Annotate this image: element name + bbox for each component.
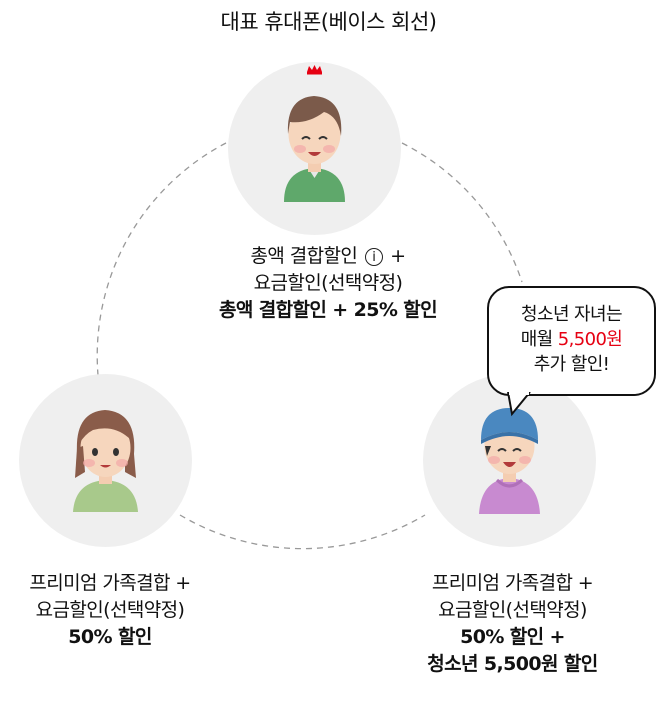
main-member-avatar bbox=[228, 62, 401, 235]
speech-bubble: 청소년 자녀는 매월 5,500원 추가 할인! bbox=[487, 286, 656, 396]
right-member-description: 프리미엄 가족결합 + 요금할인(선택약정) 50% 할인 + 청소년 5,50… bbox=[380, 570, 645, 678]
right-member-line2: 요금할인(선택약정) bbox=[438, 599, 587, 621]
right-member-line1: 프리미엄 가족결합 + bbox=[431, 572, 594, 594]
main-member-description: 총액 결합할인 i + 요금할인(선택약정) 총액 결합할인 + 25% 할인 bbox=[128, 243, 528, 324]
left-member-avatar bbox=[19, 374, 192, 547]
main-member-discount: 총액 결합할인 + 25% 할인 bbox=[218, 299, 438, 321]
page-title: 대표 휴대폰(베이스 회선) bbox=[220, 10, 437, 34]
speech-bubble-tail bbox=[507, 392, 531, 417]
left-member-line2: 요금할인(선택약정) bbox=[35, 599, 185, 621]
right-member-youth-discount: 청소년 5,500원 할인 bbox=[427, 653, 598, 675]
left-member-discount: 50% 할인 bbox=[68, 626, 152, 648]
left-member-line1: 프리미엄 가족결합 + bbox=[29, 572, 191, 594]
main-member-line1: 총액 결합할인 bbox=[250, 245, 358, 267]
plus-sign: + bbox=[390, 245, 406, 267]
bubble-highlight-amount: 5,500원 bbox=[557, 329, 623, 350]
bubble-line3: 추가 할인! bbox=[533, 354, 610, 375]
left-member-description: 프리미엄 가족결합 + 요금할인(선택약정) 50% 할인 bbox=[0, 570, 220, 651]
bubble-line2-prefix: 매월 bbox=[520, 329, 554, 350]
info-icon[interactable]: i bbox=[364, 247, 383, 266]
bubble-line2: 매월 5,500원 bbox=[489, 327, 654, 352]
bubble-line1: 청소년 자녀는 bbox=[521, 304, 622, 325]
right-member-discount: 50% 할인 + bbox=[460, 626, 565, 648]
main-member-line2: 요금할인(선택약정) bbox=[253, 272, 403, 294]
crown-icon bbox=[307, 65, 322, 75]
